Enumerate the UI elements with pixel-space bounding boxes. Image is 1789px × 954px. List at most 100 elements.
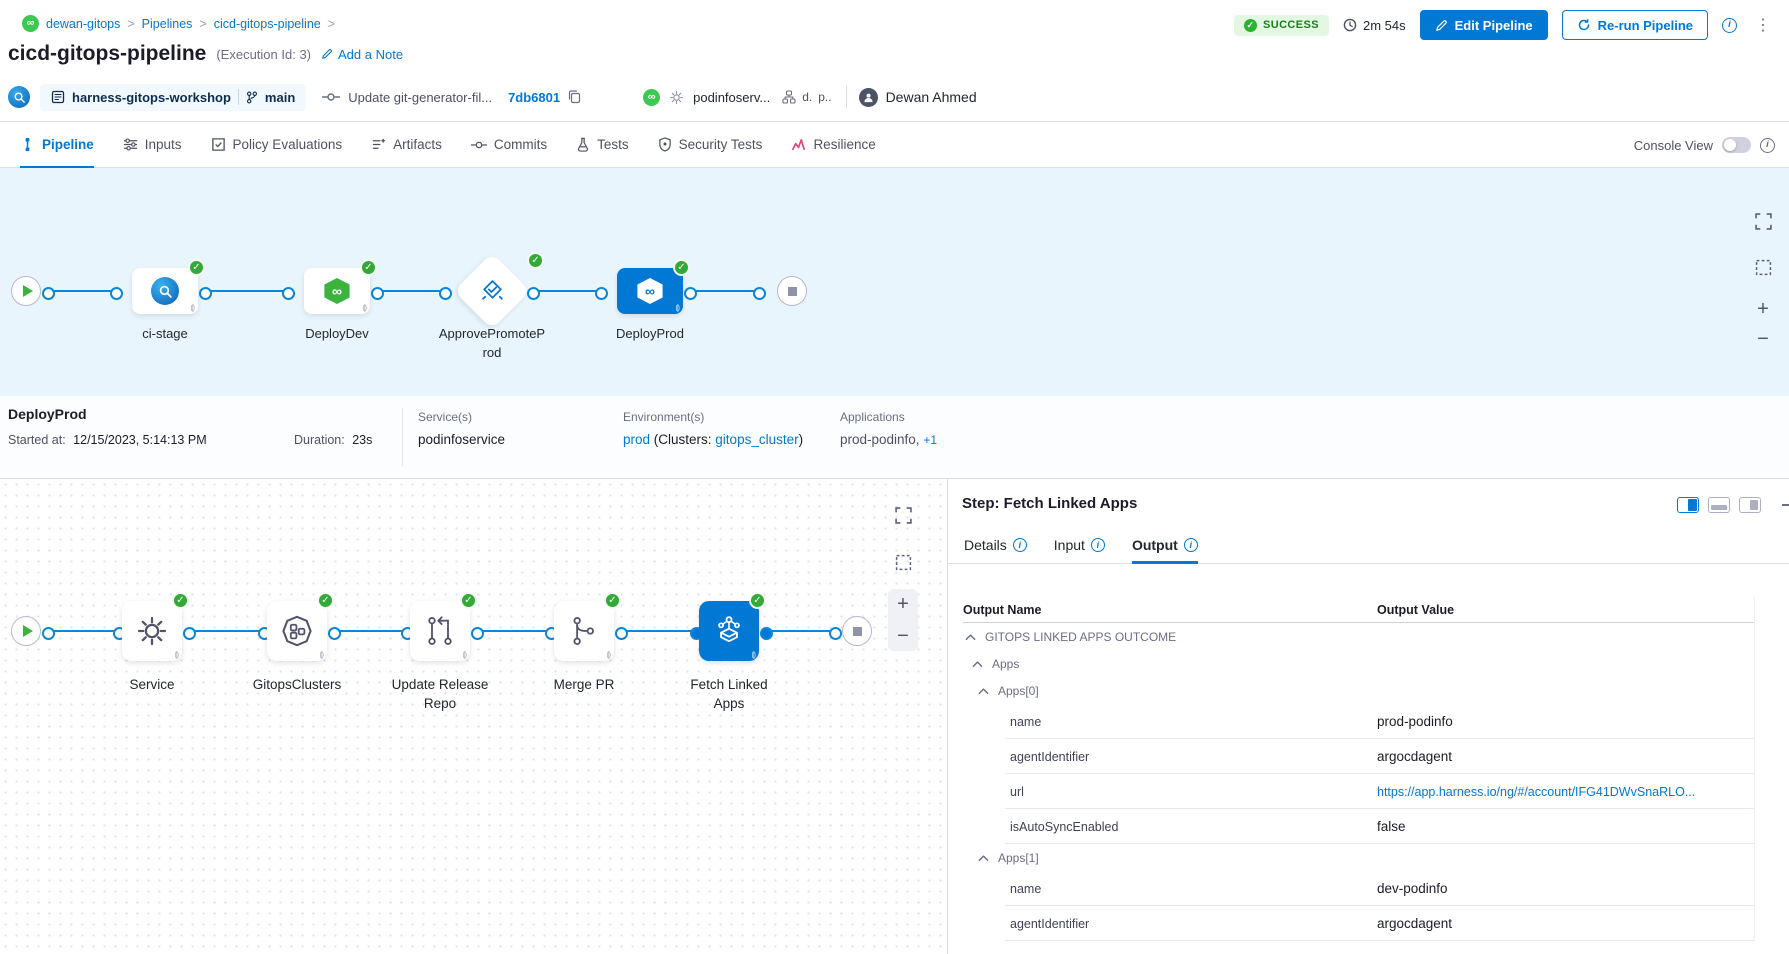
info-icon[interactable]: i bbox=[1183, 538, 1198, 552]
service-name-truncated[interactable]: podinfoserv... bbox=[693, 89, 771, 105]
fullscreen-icon[interactable] bbox=[1750, 208, 1776, 234]
duration-value: 2m 54s bbox=[1362, 17, 1406, 33]
marquee-select-icon[interactable] bbox=[890, 549, 916, 575]
stage-label-ci-stage[interactable]: ci-stage bbox=[142, 326, 188, 341]
output-value-link[interactable]: https://app.harness.io/ng/#/account/IFG4… bbox=[1377, 784, 1696, 799]
step-label-fetch-linked-apps[interactable]: Fetch Linked Apps bbox=[690, 677, 768, 711]
env-short-2[interactable]: p.. bbox=[818, 90, 832, 104]
env-short-1[interactable]: d. bbox=[802, 90, 813, 104]
minimize-panel-icon[interactable] bbox=[1782, 504, 1789, 506]
output-name: url bbox=[1010, 784, 1024, 799]
started-at: Started at: 12/15/2023, 5:14:13 PM bbox=[8, 433, 207, 447]
output-group-row[interactable]: Apps[0] bbox=[963, 677, 1754, 704]
output-group-row[interactable]: Apps bbox=[963, 650, 1754, 677]
gitops-hexagon-icon: ∞ bbox=[324, 278, 350, 304]
step-graph-canvas[interactable]: (|) ✓ (|) ✓ (|) ✓ (|) ✓ (|) ✓ bbox=[0, 479, 948, 954]
breadcrumb-pipeline-name[interactable]: cicd-gitops-pipeline bbox=[213, 16, 321, 31]
layout-right-panel-icon[interactable] bbox=[1739, 497, 1761, 513]
stage-label-deploydev[interactable]: DeployDev bbox=[305, 326, 369, 341]
breadcrumb-pipelines[interactable]: Pipelines bbox=[141, 16, 193, 31]
step-label-gitopsclusters[interactable]: GitopsClusters bbox=[252, 677, 342, 692]
tab-artifacts[interactable]: Artifacts bbox=[371, 122, 442, 167]
edge-connector bbox=[42, 286, 123, 300]
stage-label-deployprod[interactable]: DeployProd bbox=[616, 326, 684, 341]
applications-label: Applications bbox=[840, 410, 905, 424]
console-view-toggle[interactable] bbox=[1722, 137, 1751, 153]
zoom-out-button[interactable]: − bbox=[897, 625, 909, 647]
stage-node-deploydev[interactable]: ∞ (|) ✓ bbox=[304, 259, 377, 314]
policy-icon bbox=[211, 138, 225, 151]
conditional-execution-icon: (|) bbox=[319, 652, 325, 659]
breadcrumb-project[interactable]: dewan-gitops bbox=[46, 16, 121, 31]
services-label: Service(s) bbox=[418, 410, 473, 424]
output-group-row[interactable]: Apps[1] bbox=[963, 844, 1754, 871]
tab-security-tests[interactable]: Security Tests bbox=[658, 122, 762, 167]
tab-pipeline[interactable]: Pipeline bbox=[20, 122, 94, 168]
tab-resilience[interactable]: Resilience bbox=[791, 122, 876, 167]
edge-connector bbox=[199, 286, 295, 300]
output-row: agentIdentifier argocdagent bbox=[963, 906, 1754, 941]
step-node-service[interactable]: (|) ✓ bbox=[122, 592, 189, 661]
applications-more-link[interactable]: +1 bbox=[923, 433, 938, 447]
stage-node-ci-stage[interactable]: (|) ✓ bbox=[132, 259, 205, 314]
info-icon[interactable]: i bbox=[1012, 538, 1027, 552]
tab-input[interactable]: Input i bbox=[1054, 527, 1105, 563]
layout-vertical-split-icon[interactable] bbox=[1677, 497, 1699, 513]
success-check-icon: ✓ bbox=[360, 259, 377, 276]
tab-label: Input bbox=[1053, 537, 1085, 553]
success-check-icon: ✓ bbox=[673, 259, 690, 276]
conditional-execution-icon: (|) bbox=[462, 652, 468, 659]
stage-duration: Duration: 23s bbox=[294, 433, 372, 447]
add-note-button[interactable]: Add a Note bbox=[321, 47, 403, 62]
group-label: Apps bbox=[992, 656, 1020, 671]
step-panel-title: Step: Fetch Linked Apps bbox=[962, 495, 1138, 512]
tab-policy-evaluations[interactable]: Policy Evaluations bbox=[211, 122, 342, 167]
layout-horizontal-split-icon[interactable] bbox=[1708, 497, 1730, 513]
fullscreen-icon[interactable] bbox=[890, 502, 916, 528]
stage-node-deployprod[interactable]: ∞ (|) ✓ bbox=[617, 259, 690, 314]
edge-connector bbox=[371, 286, 452, 300]
edit-pipeline-button[interactable]: Edit Pipeline bbox=[1419, 10, 1548, 40]
tab-output[interactable]: Output i bbox=[1131, 527, 1198, 564]
step-node-update-release-repo[interactable]: (|) ✓ bbox=[410, 592, 477, 661]
output-name: isAutoSyncEnabled bbox=[1010, 819, 1119, 834]
more-options-menu-icon[interactable]: ⋮ bbox=[1755, 17, 1771, 34]
step-start-node bbox=[11, 616, 41, 646]
play-icon bbox=[22, 285, 33, 297]
rerun-pipeline-button[interactable]: Re-run Pipeline bbox=[1561, 10, 1708, 40]
environment-link[interactable]: prod bbox=[623, 432, 651, 447]
commit-message[interactable]: Update git-generator-fil... bbox=[348, 89, 493, 105]
commit-sha[interactable]: 7db6801 bbox=[508, 89, 561, 105]
step-node-fetch-linked-apps[interactable]: (|) ✓ bbox=[699, 592, 766, 661]
branch-icon bbox=[246, 91, 257, 103]
tab-commits[interactable]: Commits bbox=[470, 122, 547, 167]
zoom-in-button[interactable]: + bbox=[1757, 298, 1769, 320]
output-value: argocdagent bbox=[1377, 749, 1453, 764]
copy-icon[interactable] bbox=[568, 90, 581, 104]
step-label-update-release-repo[interactable]: Update Release Repo bbox=[391, 677, 489, 711]
repo-branch-pill[interactable]: harness-gitops-workshop main bbox=[40, 83, 307, 111]
tab-tests[interactable]: Tests bbox=[576, 122, 629, 167]
step-label-service[interactable]: Service bbox=[129, 677, 175, 692]
info-icon[interactable]: i bbox=[1760, 137, 1775, 153]
tab-inputs[interactable]: Inputs bbox=[123, 122, 182, 167]
info-icon[interactable]: i bbox=[1090, 538, 1105, 552]
stage-name: DeployProd bbox=[8, 406, 87, 422]
group-label: Apps[0] bbox=[998, 683, 1039, 698]
output-group-row[interactable]: GITOPS LINKED APPS OUTCOME bbox=[963, 623, 1754, 650]
step-node-gitopsclusters[interactable]: (|) ✓ bbox=[267, 592, 334, 661]
zoom-in-button[interactable]: + bbox=[897, 593, 909, 615]
stage-graph-canvas[interactable]: (|) ✓ ∞ (|) ✓ ✓ ∞ (|) ✓ ci-stage DeployD… bbox=[0, 168, 1789, 396]
service-info: ∞ podinfoserv... bbox=[643, 88, 771, 106]
tab-details[interactable]: Details i bbox=[964, 527, 1027, 563]
marquee-select-icon[interactable] bbox=[1750, 254, 1776, 280]
stage-label-approvepromoteprod[interactable]: ApprovePromoteProd bbox=[438, 326, 546, 360]
edge-connector bbox=[527, 286, 608, 300]
zoom-out-button[interactable]: − bbox=[1757, 328, 1769, 350]
step-node-merge-pr[interactable]: (|) ✓ bbox=[554, 592, 621, 661]
service-link[interactable]: podinfoservice bbox=[418, 432, 506, 447]
step-label-merge-pr[interactable]: Merge PR bbox=[553, 677, 615, 692]
cluster-link[interactable]: gitops_cluster bbox=[715, 432, 799, 447]
status-badge: ✓ SUCCESS bbox=[1234, 14, 1329, 36]
info-icon[interactable]: i bbox=[1722, 17, 1737, 33]
